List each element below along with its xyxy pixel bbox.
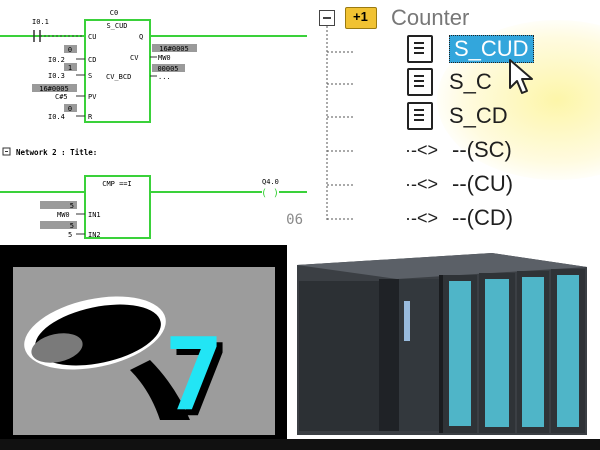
pin-cd: CD	[88, 56, 96, 64]
addr-s: I0.3	[48, 72, 65, 80]
cpu-divider	[379, 279, 399, 431]
ladder-canvas: C0 S_CUD I0.1 CU 0 I0.2 CD 1 I0.3 S 16#0…	[0, 9, 307, 239]
logo-graphic: 7 7	[13, 267, 275, 439]
tree-item-cu[interactable]: ·-<> --(CU)	[405, 168, 513, 200]
logo-digit-shadow: 7	[170, 322, 230, 439]
folder-badge: +1	[353, 9, 368, 24]
network-2-title: Network 2 : Title:	[16, 148, 97, 157]
value-box	[152, 44, 197, 52]
pin-cv: CV	[130, 54, 139, 62]
io-module-2-panel	[485, 279, 509, 427]
value-box	[64, 45, 77, 53]
counter-block[interactable]	[84, 19, 151, 123]
tree-item-label: S_CUD	[449, 35, 534, 63]
footprint-toe	[31, 333, 83, 363]
tree-item-cd[interactable]: ·-<> --(CD)	[405, 202, 513, 234]
coil-icon: ·-<>	[405, 173, 439, 194]
value-box	[32, 84, 77, 92]
addr-cv: MW0	[158, 54, 171, 62]
plc-hardware-image	[287, 245, 600, 439]
rack-top	[297, 253, 587, 279]
value-box	[40, 221, 77, 229]
folder-label: Counter	[391, 5, 470, 30]
value-s: 1	[68, 64, 72, 72]
compare-block[interactable]	[84, 175, 151, 239]
tree-item-s-cd[interactable]: S_CD	[407, 100, 508, 132]
value-box	[64, 63, 77, 71]
addr-r: I0.4	[48, 113, 65, 121]
power-supply-module	[299, 281, 379, 431]
block-icon	[407, 68, 433, 96]
coil-icon: ·-<>	[405, 139, 439, 160]
io-module-4-panel	[557, 275, 579, 427]
value-in1: 5	[70, 202, 74, 210]
mouse-cursor-icon	[509, 59, 533, 94]
logo-digit: 7	[164, 316, 224, 433]
io-module-1-panel	[449, 281, 471, 426]
tree-item-label: --(CD)	[452, 205, 514, 230]
tree-item-s-cu[interactable]: S_C	[407, 66, 492, 98]
tree-item-label: --(SC)	[452, 137, 512, 162]
addr-in2: 5	[68, 231, 72, 239]
ladder-editor: C0 S_CUD I0.1 CU 0 I0.2 CD 1 I0.3 S 16#0…	[0, 0, 307, 245]
value-in2: 5	[70, 222, 74, 230]
compare-type: CMP ==I	[102, 180, 132, 188]
instruction-tree: +1 Counter S_CUD S_C S_CD ·-<> --(SC) ·-…	[307, 0, 600, 245]
value-cd: 0	[68, 46, 72, 54]
pin-in1: IN1	[88, 211, 101, 219]
tree-item-s-cud[interactable]: S_CUD	[407, 33, 534, 65]
addr-pv: C#5	[55, 93, 68, 101]
value-q: 16#0005	[159, 45, 189, 53]
addr-cv-bcd: ...	[158, 73, 171, 81]
coil-icon[interactable]: ( )	[261, 188, 279, 199]
pin-pv: PV	[88, 93, 97, 101]
tree-lines	[326, 22, 355, 222]
tree-item-label: S_C	[449, 69, 492, 94]
block-icon	[407, 35, 433, 63]
tree-item-label: S_CD	[449, 103, 508, 128]
coil-address: Q4.0	[262, 178, 279, 186]
pin-s: S	[88, 72, 92, 80]
coil-bg	[262, 187, 279, 197]
overlay-number: 06	[286, 212, 303, 228]
value-box	[152, 64, 185, 72]
pin-q: Q	[139, 33, 143, 41]
footprint-heel	[130, 360, 190, 420]
io-module-3-panel	[522, 277, 544, 427]
counter-name: C0	[110, 9, 118, 17]
step7-logo: 7 7	[0, 245, 287, 439]
pin-cu: CU	[88, 33, 96, 41]
value-box	[64, 104, 77, 112]
pin-r: R	[88, 113, 93, 121]
bottom-bar	[0, 439, 600, 450]
module-gap	[439, 275, 443, 433]
addr-in1: MW0	[57, 211, 70, 219]
value-box	[40, 201, 77, 209]
coil-icon: ·-<>	[405, 207, 439, 228]
value-r: 0	[68, 105, 72, 113]
addr-cd: I0.2	[48, 56, 65, 64]
pin-in2: IN2	[88, 231, 101, 239]
tree-item-sc[interactable]: ·-<> --(SC)	[405, 134, 512, 166]
pin-cv-bcd: CV_BCD	[106, 73, 131, 81]
contact-address: I0.1	[32, 18, 49, 26]
value-pv: 16#0005	[39, 85, 69, 93]
collapse-icon[interactable]	[319, 10, 335, 26]
block-icon	[407, 102, 433, 130]
cpu-leds	[404, 301, 410, 341]
folder-icon: +1	[345, 7, 377, 29]
tree-item-label: --(CU)	[452, 171, 514, 196]
plc-rack	[297, 253, 587, 435]
counter-type: S_CUD	[106, 22, 127, 30]
tree-folder-counter[interactable]: +1 Counter	[319, 2, 469, 34]
value-cv-bcd: 00005	[157, 65, 178, 73]
